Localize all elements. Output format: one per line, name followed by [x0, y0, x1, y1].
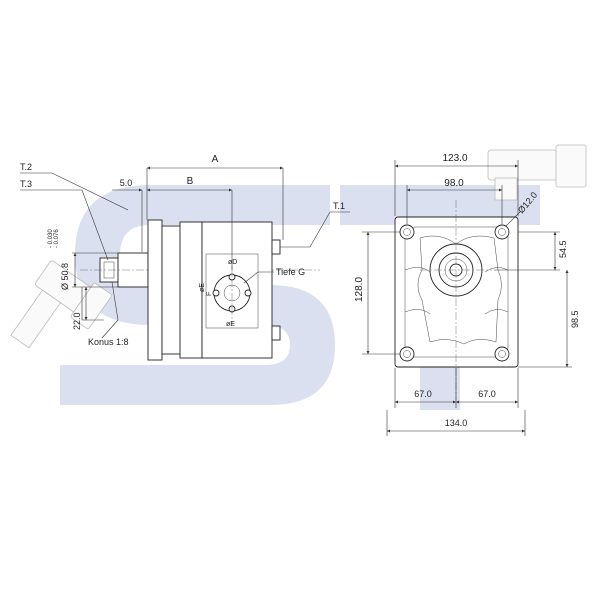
shaft-diameter-label: Ø 50.8: [60, 263, 70, 290]
tol-lower-label: - 0.076: [54, 229, 60, 248]
dim-67-left-label: 67.0: [414, 389, 432, 399]
dim-a-label: A: [212, 154, 219, 165]
dim-5-label: 5.0: [120, 178, 133, 188]
dim-128-label: 128.0: [354, 277, 365, 302]
fitting-left: [10, 260, 112, 349]
dim-67-right-label: 67.0: [478, 389, 496, 399]
bolt-hole-bl: [399, 346, 415, 362]
dim-98-label: 98.0: [444, 178, 464, 189]
pump-body: [161, 221, 281, 359]
dim-134-label: 134.0: [445, 418, 468, 428]
bolt-hole-tl: [399, 224, 415, 240]
bolt-hole-tr: [494, 224, 510, 240]
dim-98-5-label: 98.5: [570, 310, 580, 328]
dim-54-label: 54.5: [558, 240, 568, 258]
dim-22-label: 22.0: [72, 312, 82, 330]
tiefe-label: Tiefe G: [276, 267, 305, 277]
phi-d-label: øD: [228, 259, 237, 266]
f-label: F: [206, 292, 213, 296]
fitting-right: [487, 144, 587, 201]
side-view: A B 5.0 T.2 T.3 T.1 Ø 50.8 - 0.030 - 0.0…: [10, 154, 350, 361]
phi-e-horizontal-label: øE: [226, 321, 235, 328]
t3-label: T.3: [20, 179, 32, 189]
bolt-hole-br: [494, 346, 510, 362]
t1-label: T.1: [333, 201, 345, 211]
dim-123-label: 123.0: [442, 153, 467, 164]
tol-upper-label: - 0.030: [48, 229, 54, 248]
t2-label: T.2: [20, 162, 32, 172]
dim-b-label: B: [187, 176, 194, 187]
shaft: [80, 252, 320, 288]
front-view: 123.0 98.0 Ø12.0 54.5 98.5 128.0 67.0 67…: [354, 144, 587, 436]
mounting-flange: [147, 219, 163, 361]
phi-e-vertical-label: øE: [199, 283, 206, 292]
konus-label: Konus 1:8: [88, 337, 129, 347]
